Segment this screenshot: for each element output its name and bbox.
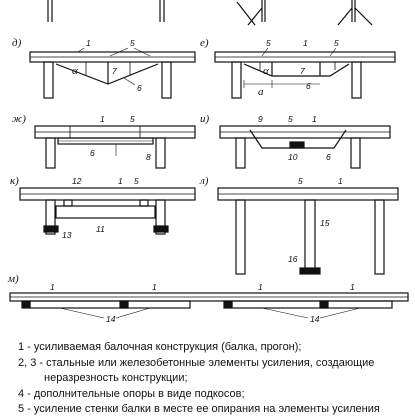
panel-i-callout-6: 6	[326, 152, 331, 162]
panel-zh-letter: ж)	[12, 113, 26, 125]
panel-d	[29, 51, 196, 99]
panel-m	[9, 292, 409, 309]
legend-item-2-3-continued: неразрезность конструкции;	[44, 372, 188, 384]
legend-item-1: 1 - усиливаемая балочная конструкция (ба…	[18, 341, 302, 353]
panel-zh	[34, 125, 196, 169]
panel-zh-callout-6: 6	[90, 148, 95, 158]
panel-e-letter: е)	[200, 37, 209, 49]
panel-k-callout-1: 1	[118, 176, 123, 186]
legend-item-5: 5 - усиление стенки балки в месте ее опи…	[18, 403, 380, 415]
panel-i-callout-1: 1	[312, 114, 317, 124]
panel-k-callout-5: 5	[134, 176, 139, 186]
panel-l-callout-15: 15	[320, 218, 330, 228]
panel-e-callout-6: 6	[306, 81, 311, 91]
panel-e-dimension-a: a	[258, 86, 264, 98]
reinforcement-diagram: д) 1 5 α 7 6 е) 5 1 5 α 7 6 a ж)	[7, 0, 409, 324]
panel-e-callout-1: 1	[303, 38, 308, 48]
panel-m-letter: м)	[7, 273, 19, 285]
panel-i-callout-5: 5	[288, 114, 293, 124]
panel-m-callout-1d: 1	[350, 282, 355, 292]
top-partial-figures	[47, 0, 373, 26]
panel-zh-callout-8: 8	[146, 152, 151, 162]
panel-l-callout-16: 16	[288, 254, 298, 264]
panel-l	[217, 187, 399, 275]
panel-e-callout-5b: 5	[334, 38, 339, 48]
panel-i-callout-10: 10	[288, 152, 298, 162]
panel-k-callout-12: 12	[72, 176, 82, 186]
panel-l-callout-5: 5	[298, 176, 303, 186]
panel-k	[19, 187, 196, 235]
panel-i-callout-9: 9	[258, 114, 263, 124]
legend: 1 - усиливаемая балочная конструкция (ба…	[18, 340, 410, 418]
panel-l-callout-1: 1	[338, 176, 343, 186]
legend-item-4: 4 - дополнительные опоры в виде подкосов…	[18, 387, 245, 400]
panel-l-letter: л)	[199, 175, 209, 187]
panel-e-callout-5: 5	[266, 38, 271, 48]
panel-d-callout-7: 7	[112, 66, 117, 76]
panel-zh-callout-5: 5	[130, 114, 135, 124]
panel-e	[214, 51, 396, 99]
panel-d-angle-alpha: α	[72, 65, 78, 77]
panel-m-callout-1c: 1	[258, 282, 263, 292]
panel-i-letter: и)	[200, 113, 210, 125]
panel-d-letter: д)	[12, 37, 22, 49]
panel-m-callout-1b: 1	[152, 282, 157, 292]
panel-m-callout-14b: 14	[310, 314, 320, 324]
panel-zh-callout-1: 1	[100, 114, 105, 124]
panel-d-callout-1: 1	[86, 38, 91, 48]
panel-m-callout-1a: 1	[50, 282, 55, 292]
panel-d-callout-5: 5	[130, 38, 135, 48]
panel-k-letter: к)	[10, 175, 19, 187]
panel-k-callout-13: 13	[62, 230, 72, 240]
panel-i	[219, 125, 391, 169]
panel-e-angle-alpha: α	[263, 65, 269, 77]
panel-e-callout-7: 7	[300, 66, 305, 76]
legend-item-2-3: 2, 3 - стальные или железобетонные элеме…	[18, 356, 375, 369]
panel-k-callout-11: 11	[96, 224, 105, 234]
panel-d-callout-6: 6	[137, 83, 142, 93]
panel-m-callout-14a: 14	[106, 314, 116, 324]
